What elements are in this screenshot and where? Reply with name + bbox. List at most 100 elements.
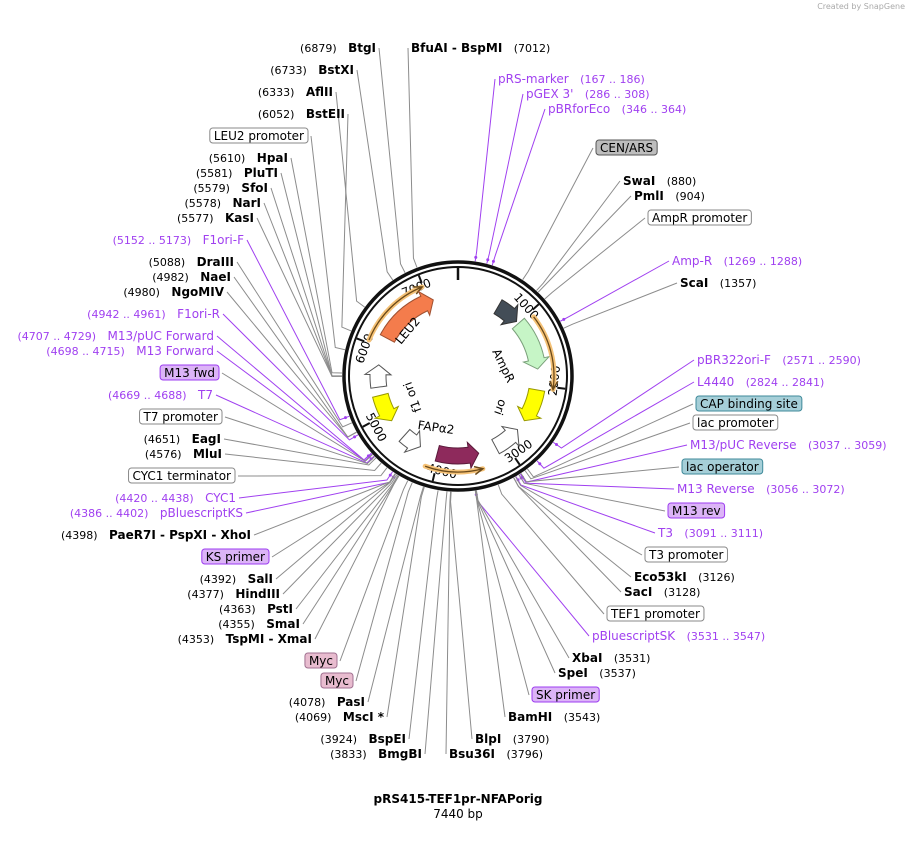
enzyme-site-aflii[interactable]: (6333) AflII	[258, 85, 333, 99]
primer-t3[interactable]: T3 (3091 .. 3111)	[657, 526, 763, 540]
primer-range: (4386 .. 4402)	[70, 507, 149, 520]
primer-m13-puc-reverse[interactable]: M13/pUC Reverse (3037 .. 3059)	[690, 438, 887, 452]
feature-cen-ars[interactable]: CEN/ARS	[595, 139, 658, 156]
enzyme-site-kasi[interactable]: (5577) KasI	[177, 211, 254, 225]
spacer	[673, 526, 684, 540]
site-position: (3924)	[320, 733, 357, 746]
enzyme-site-sali[interactable]: (4392) SalI	[200, 572, 273, 586]
enzyme-site-bamhi[interactable]: BamHI (3543)	[508, 710, 600, 724]
enzyme-site-mlui[interactable]: (4576) MluI	[145, 447, 222, 461]
primer-m13-puc-forward[interactable]: (4707 .. 4729) M13/pUC Forward	[17, 329, 214, 343]
primer-pgex-3[interactable]: pGEX 3' (286 .. 308)	[526, 87, 649, 101]
enzyme-site-scai[interactable]: ScaI (1357)	[680, 276, 756, 290]
feature-sk-primer[interactable]: SK primer	[531, 686, 600, 703]
feature-m13-rev[interactable]: M13 rev	[667, 502, 726, 519]
leu2-orf-arc-line	[368, 286, 423, 341]
enzyme-site-tspmi-xmai[interactable]: (4353) TspMI - XmaI	[178, 632, 312, 646]
enzyme-site-eagi[interactable]: (4651) EagI	[144, 432, 221, 446]
feature-t7-promoter[interactable]: T7 promoter	[139, 408, 223, 425]
enzyme-site-naei[interactable]: (4982) NaeI	[152, 270, 231, 284]
primer-m13-reverse[interactable]: M13 Reverse (3056 .. 3072)	[677, 482, 845, 496]
enzyme-site-msci[interactable]: (4069) MscI *	[295, 710, 385, 724]
enzyme-site-bstxi[interactable]: (6733) BstXI	[270, 63, 354, 77]
primer-range: (3531 .. 3547)	[687, 630, 766, 643]
fapa2-feature-arrow[interactable]	[434, 440, 480, 470]
feature-ampr-promoter[interactable]: AmpR promoter	[647, 209, 752, 226]
enzyme-site-hindiii[interactable]: (4377) HindIII	[187, 587, 280, 601]
primer-site-mark	[474, 255, 478, 259]
enzyme-site-saci[interactable]: SacI (3128)	[624, 585, 700, 599]
enzyme-site-xbai[interactable]: XbaI (3531)	[572, 651, 650, 665]
enzyme-site-btgi[interactable]: (6879) BtgI	[300, 41, 376, 55]
enzyme-site-bspei[interactable]: (3924) BspEI	[320, 732, 406, 746]
feature-myc[interactable]: Myc	[304, 652, 338, 669]
ampr-promoter-arrow[interactable]	[493, 299, 519, 326]
enzyme-site-eco53ki[interactable]: Eco53kI (3126)	[634, 570, 735, 584]
enzyme-site-pluti[interactable]: (5581) PluTI	[196, 166, 278, 180]
primer-l4440[interactable]: L4440 (2824 .. 2841)	[697, 375, 824, 389]
enzyme-site-sfoi[interactable]: (5579) SfoI	[193, 181, 268, 195]
primer-f1ori-f[interactable]: (5152 .. 5173) F1ori-F	[113, 233, 244, 247]
ampr-feature-arrow[interactable]	[511, 317, 551, 370]
enzyme-site-bfuai-bspmi[interactable]: BfuAI - BspMI (7012)	[411, 41, 550, 55]
enzyme-site-bsu36i[interactable]: Bsu36I (3796)	[449, 747, 543, 761]
enzyme-site-hpai[interactable]: (5610) HpaI	[209, 151, 288, 165]
feature-lac-operator[interactable]: lac operator	[681, 458, 764, 475]
connector-line	[475, 490, 590, 637]
enzyme-site-paer7i-pspxi-xhoi[interactable]: (4398) PaeR7I - PspXI - XhoI	[61, 528, 251, 542]
primer-amp-r[interactable]: Amp-R (1269 .. 1288)	[672, 254, 802, 268]
spacer	[236, 572, 247, 586]
enzyme-site-bsteii[interactable]: (6052) BstEII	[258, 107, 345, 121]
label-text: (4069) MscI *	[295, 710, 385, 724]
leu2-feature-arrow[interactable]	[379, 290, 434, 343]
site-position: (3531)	[614, 652, 651, 665]
enzyme-site-pmli[interactable]: PmlI (904)	[634, 189, 705, 203]
primer-m13-forward[interactable]: (4698 .. 4715) M13 Forward	[46, 344, 214, 358]
enzyme-site-bmgbi[interactable]: (3833) BmgBI	[330, 747, 422, 761]
site-position: (6879)	[300, 42, 337, 55]
primer-site-mark	[388, 473, 392, 477]
enzyme-site-ngomiv[interactable]: (4980) NgoMIV	[123, 285, 224, 299]
enzyme-site-pasi[interactable]: (4078) PasI	[289, 695, 365, 709]
connector-line	[270, 187, 343, 377]
tef1-promoter-arrow[interactable]	[491, 425, 520, 455]
primer-range: (286 .. 308)	[585, 88, 650, 101]
connector-line	[233, 276, 357, 438]
feature-t3-promoter[interactable]: T3 promoter	[644, 546, 728, 563]
enzyme-site-smai[interactable]: (4355) SmaI	[218, 617, 300, 631]
primer-pbluescriptsk[interactable]: pBluescriptSK (3531 .. 3547)	[592, 629, 765, 643]
feature-cap-binding-site[interactable]: CAP binding site	[695, 395, 803, 412]
primer-t7[interactable]: (4669 .. 4688) T7	[108, 388, 213, 402]
feature-label: CYC1 terminator	[133, 469, 232, 483]
feature-ks-primer[interactable]: KS primer	[201, 548, 270, 565]
feature-tef1-promoter[interactable]: TEF1 promoter	[606, 605, 705, 622]
feature-m13-fwd[interactable]: M13 fwd	[159, 364, 220, 381]
enzyme-name: BamHI	[508, 710, 552, 724]
enzyme-site-spei[interactable]: SpeI (3537)	[558, 666, 636, 680]
primer-range: (1269 .. 1288)	[724, 255, 803, 268]
connector-line	[560, 260, 670, 322]
feature-lac-promoter[interactable]: lac promoter	[692, 414, 779, 431]
primer-f1ori-r[interactable]: (4942 .. 4961) F1ori-R	[87, 307, 220, 321]
enzyme-site-swai[interactable]: SwaI (880)	[623, 174, 696, 188]
ori-feature-arrow[interactable]	[516, 387, 546, 422]
primer-pbluescriptks[interactable]: (4386 .. 4402) pBluescriptKS	[70, 506, 243, 520]
site-position: (904)	[675, 190, 705, 203]
feature-myc[interactable]: Myc	[320, 672, 354, 689]
enzyme-site-nari[interactable]: (5578) NarI	[184, 196, 261, 210]
connector-line	[407, 47, 418, 268]
primer-prs-marker[interactable]: pRS-marker (167 .. 186)	[498, 72, 645, 86]
primer-cyc1[interactable]: (4420 .. 4438) CYC1	[115, 491, 236, 505]
enzyme-site-draiii[interactable]: (5088) DraIII	[149, 255, 234, 269]
enzyme-site-blpi[interactable]: BlpI (3790)	[475, 732, 549, 746]
enzyme-site-psti[interactable]: (4363) PstI	[219, 602, 293, 616]
feature-leu2-promoter[interactable]: LEU2 promoter	[209, 127, 309, 144]
f1ori-feature-arrow[interactable]	[372, 392, 400, 422]
connector-line	[275, 473, 397, 580]
primer-pbr322ori-f[interactable]: pBR322ori-F (2571 .. 2590)	[697, 353, 861, 367]
primer-pbrforeco[interactable]: pBRforEco (346 .. 364)	[548, 102, 686, 116]
connector-line	[282, 474, 398, 595]
leu2-promoter-arrow[interactable]	[363, 364, 393, 389]
feature-cyc1-terminator[interactable]: CYC1 terminator	[128, 467, 236, 484]
cyc1-terminator-arrow[interactable]	[398, 428, 421, 454]
